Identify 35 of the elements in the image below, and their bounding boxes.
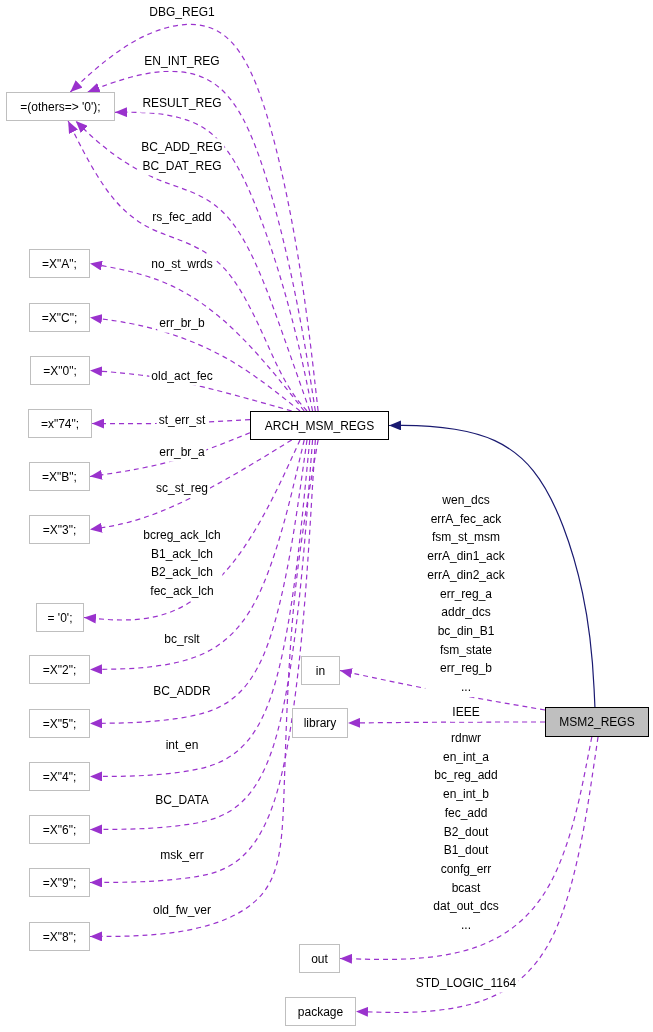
value-box: package xyxy=(285,997,356,1026)
dashed-arrow xyxy=(89,439,293,533)
value-box: =X"C"; xyxy=(29,303,90,332)
dashed-arrow xyxy=(87,70,316,412)
value-box: =X"6"; xyxy=(29,815,90,844)
class-box: ARCH_MSM_REGS xyxy=(250,411,389,440)
dashed-arrow xyxy=(69,23,319,412)
value-box: =X"5"; xyxy=(29,709,90,738)
value-box: library xyxy=(292,708,348,738)
value-box: in xyxy=(301,656,340,685)
value-box: =X"4"; xyxy=(29,762,90,791)
value-box: =X"B"; xyxy=(29,462,90,491)
value-box: =X"0"; xyxy=(30,356,90,385)
edge-label: BC_ADD_REG BC_DAT_REG xyxy=(139,138,225,176)
value-box: = '0'; xyxy=(36,603,84,632)
value-box: =x"74"; xyxy=(28,409,92,438)
dashed-arrow xyxy=(114,107,314,412)
value-box: =X"A"; xyxy=(29,249,90,278)
value-box: =X"2"; xyxy=(29,655,90,684)
dashed-arrow xyxy=(347,717,546,728)
value-box: =(others=> '0'); xyxy=(6,92,115,121)
dashed-arrow xyxy=(339,736,593,964)
value-box: out xyxy=(299,944,340,973)
dashed-arrow xyxy=(89,260,305,412)
arrow xyxy=(388,420,596,708)
dashed-arrow xyxy=(89,314,301,412)
class-box: MSM2_REGS xyxy=(545,707,649,737)
value-box: =X"9"; xyxy=(29,868,90,897)
dashed-arrow xyxy=(355,736,599,1017)
dashed-arrow xyxy=(89,439,305,675)
edge-label: no_st_wrds xyxy=(149,254,215,274)
dashed-arrow xyxy=(83,439,301,624)
value-box: =X"8"; xyxy=(29,922,90,951)
dashed-arrow xyxy=(89,439,308,729)
value-box: =X"3"; xyxy=(29,515,90,544)
